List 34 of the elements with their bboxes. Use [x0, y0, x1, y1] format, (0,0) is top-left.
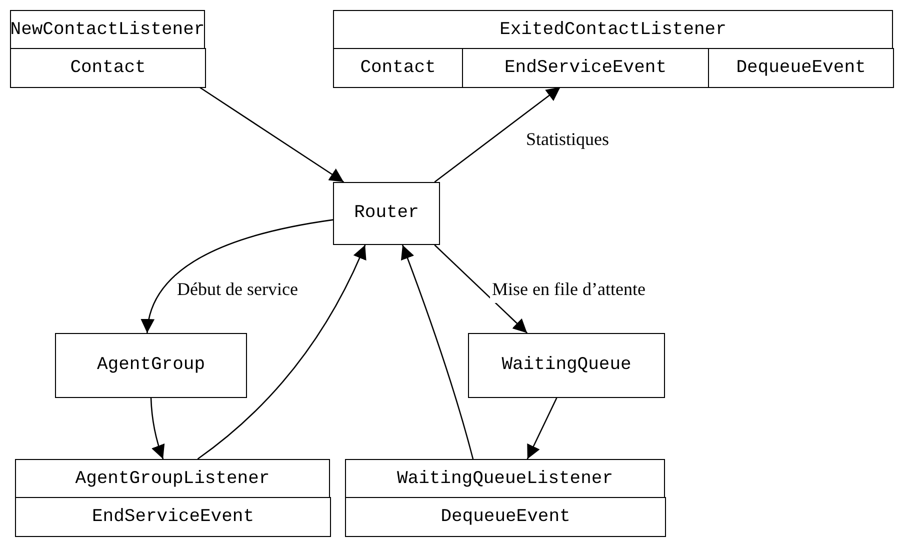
node-label: DequeueEvent: [736, 56, 866, 80]
record-field: [708, 48, 894, 88]
arrow: [197, 244, 366, 460]
record-header: NewContactListener: [10, 18, 205, 42]
node-label: Contact: [70, 56, 146, 80]
record-field: [462, 48, 709, 88]
node-label: Router: [354, 202, 419, 225]
node-label: DequeueEvent: [440, 506, 570, 528]
arrow: [434, 244, 528, 334]
record-box: [10, 10, 205, 87]
record-box: [15, 459, 330, 536]
record-field: [345, 497, 666, 537]
arrow: [400, 244, 474, 460]
record-box: [345, 459, 665, 536]
node-label: Contact: [360, 56, 436, 80]
node-label: EndServiceEvent: [92, 506, 254, 528]
arrow: [526, 398, 558, 460]
node-label: AgentGroup: [96, 354, 206, 377]
process-box: [468, 333, 665, 398]
node-label: WaitingQueue: [502, 354, 632, 377]
arrow: [434, 86, 561, 183]
arrow: [142, 219, 334, 334]
record-field: [15, 497, 331, 537]
record-field: [333, 48, 463, 88]
node-label: EndServiceEvent: [504, 56, 667, 80]
arrow: [150, 398, 165, 460]
record-header: ExitedContactListener: [500, 18, 726, 42]
record-field: [10, 48, 206, 88]
process-box: [333, 182, 440, 245]
record-header: WaitingQueueListener: [396, 468, 614, 490]
process-box: [55, 333, 247, 398]
record-header: AgentGroupListener: [75, 468, 270, 490]
arrow: [198, 86, 344, 183]
record-box: [333, 10, 893, 87]
